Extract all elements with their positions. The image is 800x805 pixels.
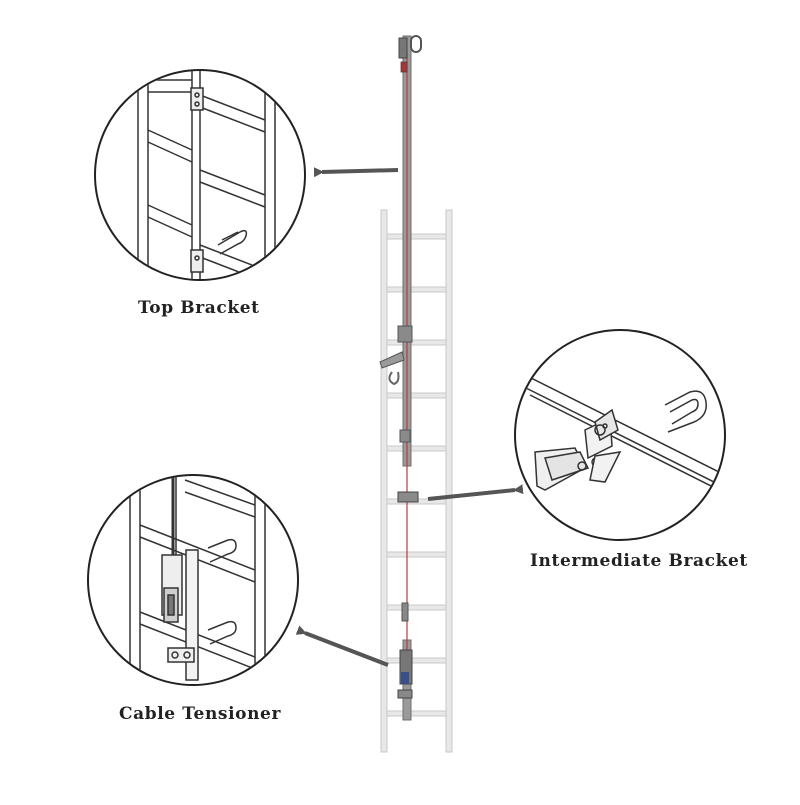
top-bracket	[398, 35, 422, 73]
callout-arrows	[295, 167, 524, 667]
ladder-left-rail	[380, 209, 388, 753]
rail-clamp	[379, 325, 413, 443]
top-bracket-label: Top Bracket	[138, 298, 260, 318]
intermediate-bracket	[397, 491, 419, 503]
arrow-left-icon	[313, 167, 399, 178]
arrow-right-icon	[427, 484, 524, 501]
cable-tensioner-detail	[87, 474, 299, 686]
ladder-right-rail	[445, 209, 453, 753]
cable-tensioner	[397, 602, 413, 699]
lifeline-system	[379, 35, 422, 721]
intermediate-bracket-label: Intermediate Bracket	[530, 551, 748, 571]
cable-tensioner-label: Cable Tensioner	[119, 704, 281, 724]
intermediate-bracket-detail	[514, 329, 726, 541]
arrow-left-icon	[295, 625, 389, 667]
ladder-rungs	[386, 233, 447, 717]
ladder	[380, 209, 453, 753]
top-bracket-detail	[94, 69, 306, 281]
